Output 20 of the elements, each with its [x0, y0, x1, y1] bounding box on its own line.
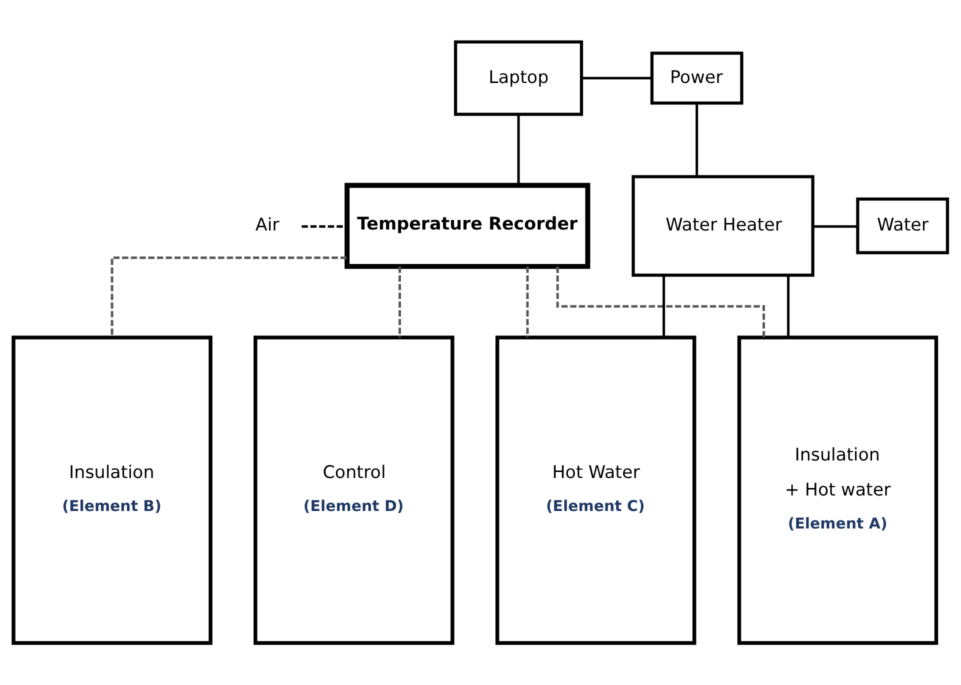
node-text: Air: [255, 216, 280, 236]
connector: [662, 276, 666, 338]
connector: [787, 276, 790, 338]
connector: [813, 225, 858, 228]
connector: [526, 266, 529, 338]
node-box: Hot Water (Element C): [495, 336, 696, 645]
node-box: Insulation (Element B): [12, 336, 212, 645]
node-box: Water Heater: [632, 175, 814, 277]
connector: [517, 114, 520, 186]
node-box: Insulation + Hot water (Element A): [737, 336, 938, 645]
connector: [582, 76, 652, 80]
node-box: Control (Element D): [254, 336, 454, 645]
node-box: Power: [650, 52, 744, 105]
connector: [398, 266, 401, 338]
node-box: Water: [856, 198, 950, 254]
node-box: Laptop: [454, 40, 584, 116]
connector: [696, 103, 698, 176]
node-box: Temperature Recorder: [344, 182, 590, 269]
connector: [556, 266, 766, 338]
connector: [110, 256, 347, 338]
